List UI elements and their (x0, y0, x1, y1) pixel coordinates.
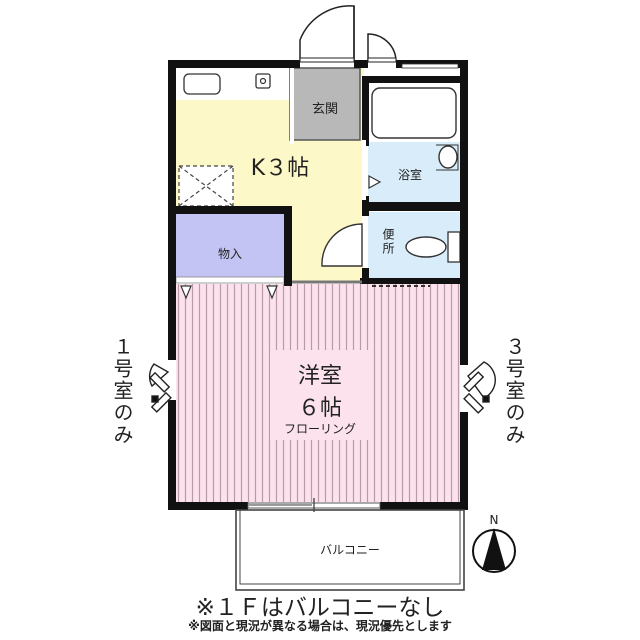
entrance-door (299, 5, 355, 63)
side-door-right (463, 361, 496, 414)
stove-icon (255, 73, 271, 89)
flooring-label: フローリング (283, 422, 356, 436)
balcony-outline (235, 509, 465, 591)
toilet-label: 便所 (381, 228, 395, 256)
entrance-label: 玄関 (311, 102, 338, 117)
footer-disclaimer: ※図面と現況が異なる場合は、現況優先とします (188, 619, 452, 633)
toilet-tank-icon (447, 231, 461, 263)
side-note-left: １号室のみ (110, 336, 134, 446)
side-note-right: ３号室のみ (502, 336, 526, 446)
storage-door-arrow (266, 285, 278, 300)
storage-door-arrow (180, 285, 192, 300)
bathroom-window (367, 33, 397, 63)
bathtub-icon (371, 87, 457, 139)
balcony-label: バルコニー (320, 543, 380, 557)
side-door-left (148, 363, 172, 413)
compass-north-label: N (489, 513, 499, 527)
washbasin-icon (438, 145, 458, 169)
western-room-label: 洋室 (297, 364, 342, 389)
storage-floor (176, 212, 284, 278)
bathroom-door-arrow (368, 174, 382, 190)
entrance-floor (289, 67, 361, 141)
storage-label: 物入 (217, 247, 242, 261)
washer-space-icon (178, 165, 234, 207)
toilet-door (321, 223, 363, 267)
compass-icon (472, 528, 516, 573)
kitchen-label: K３帖 (250, 156, 310, 181)
sink-icon (183, 73, 221, 95)
footer-main-note: ※１Ｆはバルコニーなし (195, 595, 445, 621)
bathroom-label: 浴室 (397, 168, 422, 182)
toilet-bowl-icon (405, 236, 447, 258)
western-room-size: ６帖 (297, 396, 342, 421)
